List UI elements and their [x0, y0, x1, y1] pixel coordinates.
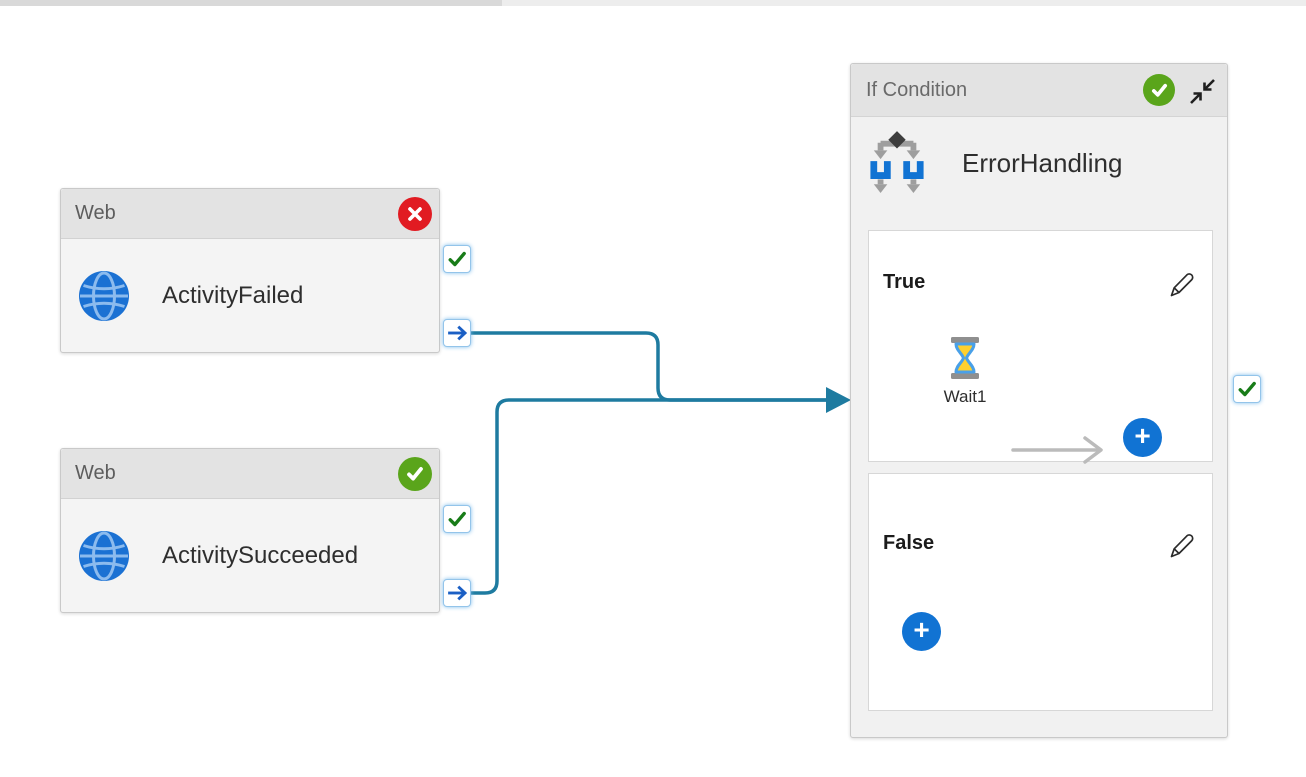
false-branch-card[interactable]: False + [868, 473, 1213, 711]
activityfailed-next-port[interactable] [443, 319, 471, 347]
web-globe-icon [79, 270, 129, 321]
add-activity-true-button[interactable]: + [1123, 418, 1162, 457]
activity-type-label: Web [75, 202, 116, 224]
arrow-right-icon [448, 325, 468, 341]
ifcondition-success-port[interactable] [1233, 375, 1261, 403]
true-branch-card[interactable]: True Wait1 + [868, 230, 1213, 464]
horizontal-scrollbar-track[interactable] [0, 0, 1306, 6]
if-condition-header: If Condition [851, 64, 1227, 117]
if-condition-node-errorhandling[interactable]: If Condition [850, 63, 1228, 738]
edit-true-branch-pencil-icon[interactable] [1166, 269, 1196, 301]
activity-header: Web [61, 189, 439, 239]
add-activity-false-button[interactable]: + [902, 612, 941, 651]
hourglass-icon [951, 337, 979, 379]
checkmark-icon [1238, 381, 1256, 397]
true-branch-label: True [883, 271, 926, 293]
connector-arrowhead [826, 387, 851, 413]
if-condition-branch-icon [870, 131, 924, 193]
web-globe-icon [79, 530, 129, 581]
collapse-icon[interactable] [1187, 76, 1217, 106]
activity-body: ActivityFailed [61, 239, 439, 352]
activity-node-activitysucceeded[interactable]: Web ActivitySucceeded [60, 448, 440, 613]
if-condition-title-row: ErrorHandling [868, 130, 1122, 196]
edit-false-branch-pencil-icon[interactable] [1166, 530, 1196, 562]
activity-node-activityfailed[interactable]: Web ActivityFailed [60, 188, 440, 353]
false-branch-label: False [883, 532, 935, 554]
if-condition-name: ErrorHandling [962, 147, 1123, 178]
activitysucceeded-success-port[interactable] [443, 505, 471, 533]
if-condition-type-label: If Condition [866, 78, 968, 101]
horizontal-scrollbar-thumb[interactable] [0, 0, 502, 6]
failed-status-badge-icon [398, 197, 432, 231]
next-activity-arrow-icon [1011, 436, 1103, 464]
success-status-badge-icon [1143, 74, 1175, 106]
activity-body: ActivitySucceeded [61, 499, 439, 612]
connector-activitysucceeded [470, 398, 826, 595]
activitysucceeded-next-port[interactable] [443, 579, 471, 607]
wait-activity-name: Wait1 [943, 387, 987, 406]
activity-name: ActivityFailed [162, 281, 304, 309]
success-status-badge-icon [398, 457, 432, 491]
checkmark-icon [448, 251, 466, 267]
activityfailed-success-port[interactable] [443, 245, 471, 273]
activity-header: Web [61, 449, 439, 499]
checkmark-icon [448, 511, 466, 527]
activity-name: ActivitySucceeded [162, 541, 359, 569]
connector-activityfailed [470, 331, 826, 402]
activity-type-label: Web [75, 462, 116, 484]
wait-activity[interactable]: Wait1 [925, 336, 1005, 407]
arrow-right-icon [448, 585, 468, 601]
